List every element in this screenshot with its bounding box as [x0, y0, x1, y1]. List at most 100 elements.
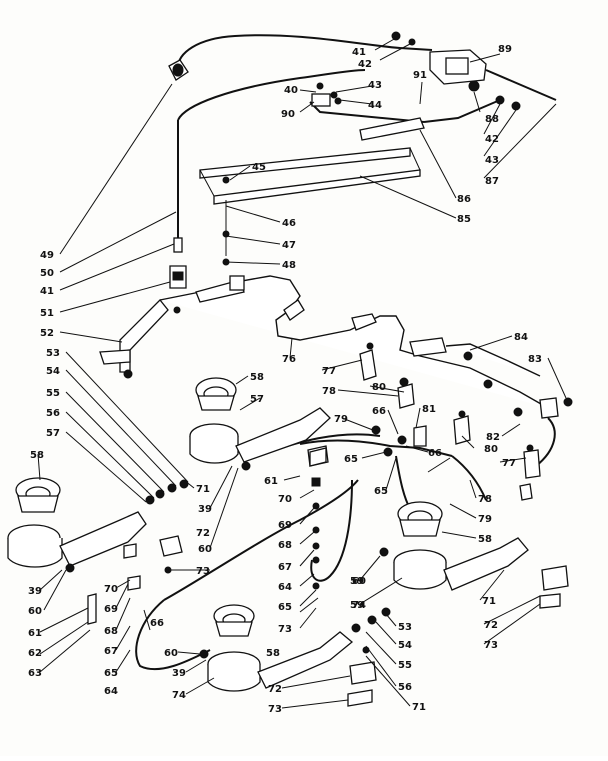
label-66c: 66	[150, 618, 164, 629]
burner-front-left	[7, 477, 189, 573]
label-68a: 68	[278, 540, 292, 551]
label-41b: 41	[40, 286, 54, 297]
label-66a: 66	[372, 406, 386, 417]
label-54b: 54	[398, 640, 412, 651]
label-60c: 60	[28, 606, 42, 617]
label-73b: 73	[278, 624, 292, 635]
label-65c: 65	[278, 602, 292, 613]
label-81: 81	[422, 404, 436, 415]
burner-right	[379, 501, 529, 591]
label-54a: 54	[46, 366, 60, 377]
label-79a: 79	[334, 414, 348, 425]
label-60d: 60	[164, 648, 178, 659]
label-69a: 69	[278, 520, 292, 531]
label-71a: 71	[196, 484, 210, 495]
label-80a: 80	[372, 382, 386, 393]
label-45: 45	[252, 162, 266, 173]
gas-manifold-tube	[99, 275, 549, 409]
label-48: 48	[282, 260, 296, 271]
label-68b: 68	[104, 626, 118, 637]
label-84: 84	[514, 332, 528, 343]
oven-valve-89	[309, 31, 557, 123]
label-40: 40	[284, 85, 298, 96]
label-60a: 60	[198, 544, 212, 555]
label-50: 50	[40, 268, 54, 279]
label-58c: 58	[478, 534, 492, 545]
label-42a: 42	[358, 59, 372, 70]
label-73a: 73	[196, 566, 210, 577]
label-89: 89	[498, 44, 512, 55]
label-69b: 69	[104, 604, 118, 615]
label-80b: 80	[484, 444, 498, 455]
leader-lines	[37, 37, 567, 709]
label-77b: 77	[502, 458, 516, 469]
label-61b: 61	[28, 628, 42, 639]
label-67b: 67	[104, 646, 118, 657]
label-39a: 39	[198, 504, 212, 515]
label-66b: 66	[428, 448, 442, 459]
thermostat-capillary	[168, 34, 433, 81]
label-52: 52	[40, 328, 54, 339]
label-70a: 70	[278, 494, 292, 505]
label-58a: 58	[250, 372, 264, 383]
label-56b: 56	[398, 682, 412, 693]
label-72b: 72	[484, 620, 498, 631]
label-73c: 73	[484, 640, 498, 651]
label-79b: 79	[478, 514, 492, 525]
oven-burner-assembly-85	[199, 117, 425, 266]
label-47: 47	[282, 240, 296, 251]
label-55b: 55	[398, 660, 412, 671]
label-74a: 74	[352, 600, 366, 611]
label-64a: 64	[278, 582, 292, 593]
label-90: 90	[281, 109, 295, 120]
label-73d: 73	[268, 704, 282, 715]
burner-front-center	[199, 604, 391, 692]
label-41a: 41	[352, 47, 366, 58]
label-39c: 39	[172, 668, 186, 679]
label-57a: 57	[250, 394, 264, 405]
burner-valves	[359, 342, 541, 501]
label-64b: 64	[104, 686, 118, 697]
label-60b: 60	[352, 576, 366, 587]
label-44: 44	[368, 100, 382, 111]
label-70b: 70	[104, 584, 118, 595]
label-82: 82	[486, 432, 500, 443]
label-78a: 78	[322, 386, 336, 397]
label-42b: 42	[485, 134, 499, 145]
label-87: 87	[485, 176, 499, 187]
label-83: 83	[528, 354, 542, 365]
right-manifold-branch-84	[409, 337, 573, 467]
label-46: 46	[282, 218, 296, 229]
label-85: 85	[457, 214, 471, 225]
label-53b: 53	[398, 622, 412, 633]
label-63: 63	[28, 668, 42, 679]
label-65a: 65	[344, 454, 358, 465]
label-43b: 43	[485, 155, 499, 166]
label-77a: 77	[322, 366, 336, 377]
label-65d: 65	[104, 668, 118, 679]
label-61a: 61	[264, 476, 278, 487]
label-43a: 43	[368, 80, 382, 91]
label-72a: 72	[196, 528, 210, 539]
label-58b: 58	[30, 450, 44, 461]
label-62: 62	[28, 648, 42, 659]
label-76: 76	[282, 354, 296, 365]
label-71c: 71	[412, 702, 426, 713]
label-78b: 78	[478, 494, 492, 505]
label-86: 86	[457, 194, 471, 205]
label-53a: 53	[46, 348, 60, 359]
part-number-labels: 41 42 89 40 43 91 44 90 88 42 43 87 45 8…	[28, 44, 542, 715]
mounting-brackets	[87, 447, 569, 707]
label-67a: 67	[278, 562, 292, 573]
label-49: 49	[40, 250, 54, 261]
label-71b: 71	[482, 596, 496, 607]
label-59a: 59	[350, 576, 364, 587]
label-39b: 39	[28, 586, 42, 597]
label-59b: 59	[350, 600, 364, 611]
burner-back-left	[189, 377, 331, 471]
label-65b: 65	[374, 486, 388, 497]
label-91: 91	[413, 70, 427, 81]
label-51: 51	[40, 308, 54, 319]
